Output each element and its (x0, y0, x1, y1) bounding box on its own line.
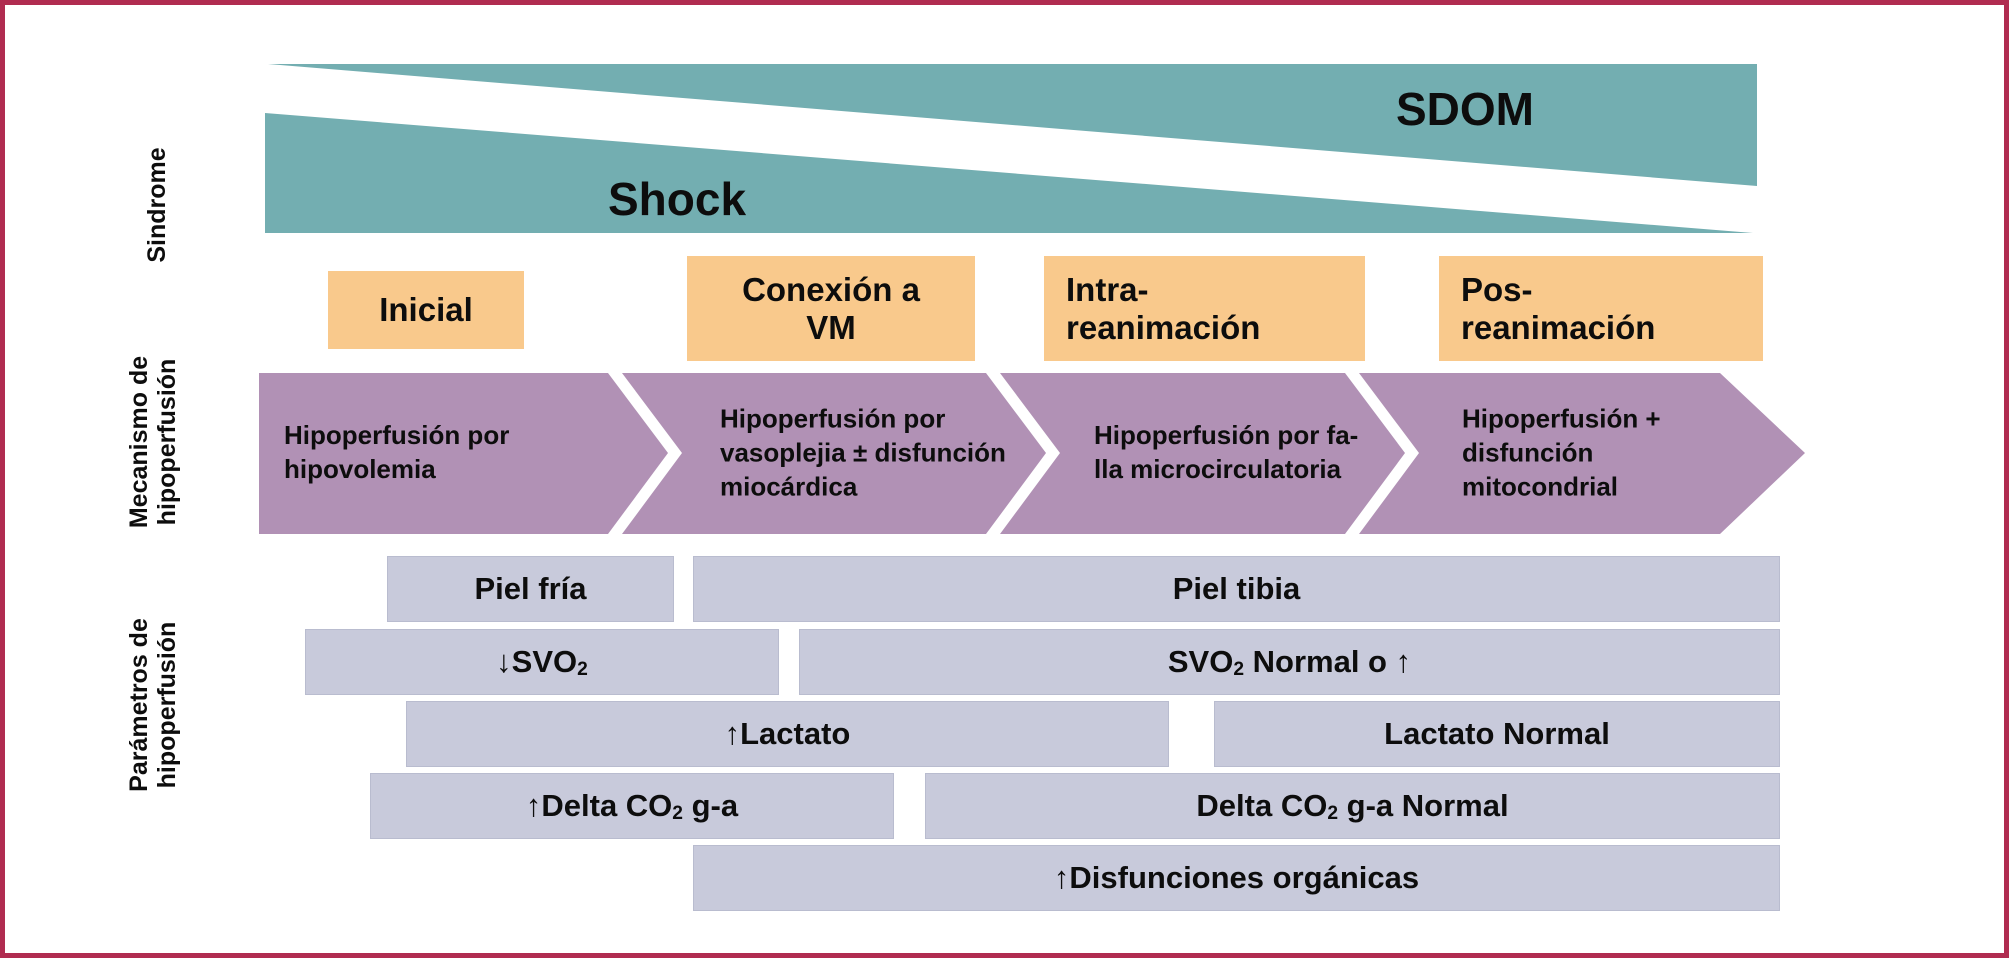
diagram-shapes (259, 64, 1805, 534)
mechanism-line: Hipoperfusión por (284, 420, 510, 451)
bar-label-text: ↓SVO (496, 644, 578, 679)
bar-piel-fria: Piel fría (387, 556, 674, 622)
bar-label-text: g-a (682, 788, 739, 823)
mechanism-line: hipovolemia (284, 454, 436, 484)
bar-label-text: Lactato Normal (1384, 716, 1610, 751)
phase-label: VM (806, 308, 856, 346)
bar-label-text: ↑Delta CO (525, 788, 673, 823)
mechanism-line: lla microcirculatoria (1094, 454, 1342, 484)
mechanism-line: Hipoperfusión por fa- (1094, 420, 1359, 451)
bar-label-text: Delta CO (1196, 788, 1328, 823)
phase-intra-reanimacion: Intra-reanimación (1044, 256, 1365, 361)
bar-label-text: ↑Lactato (724, 716, 851, 751)
phase-label: reanimación (1066, 308, 1261, 346)
bar-label: Delta CO2 g-a Normal (1196, 788, 1508, 824)
phase-label: Pos- (1461, 270, 1533, 308)
mechanism-line: Hipoperfusión + (1462, 403, 1661, 434)
axis-label-sindrome: Sindrome (143, 147, 171, 262)
bar-label-text: Piel fría (474, 571, 587, 606)
mechanism-line: mitocondrial (1462, 470, 1619, 501)
axis-label-text: Sindrome (143, 147, 171, 263)
bar-label: Lactato Normal (1384, 716, 1610, 752)
sdom-wedge (268, 64, 1757, 186)
mechanism-arrow-segment-1 (259, 373, 668, 534)
bar-piel-tibia: Piel tibia (693, 556, 1780, 622)
axis-label-text: hipoperfusión (153, 621, 181, 789)
bar-label: ↑Delta CO2 g-a (526, 788, 738, 824)
shock-label: Shock (607, 173, 747, 225)
axis-label-text: hipoperfusión (153, 358, 181, 526)
bar-label: ↑Disfunciones orgánicas (1054, 860, 1419, 896)
mechanism-arrow-segment-4 (1359, 373, 1805, 534)
bar-disfunciones-organicas: ↑Disfunciones orgánicas (693, 845, 1780, 911)
bar-lactato-normal: Lactato Normal (1214, 701, 1780, 767)
bar-label: SVO2 Normal o ↑ (1168, 644, 1411, 680)
bar-label-text: ↑Disfunciones orgánicas (1053, 860, 1420, 895)
mechanism-text-microcirculatoria: Hipoperfusión por fa-lla microcirculator… (1094, 419, 1358, 487)
subscript: 2 (1327, 803, 1339, 825)
bar-delta-co2-alto: ↑Delta CO2 g-a (370, 773, 894, 839)
bar-label: Piel tibia (1173, 571, 1300, 607)
mechanism-arrow-segment-2 (622, 373, 1046, 534)
phase-label: Intra- (1066, 270, 1149, 308)
bar-delta-co2-normal: Delta CO2 g-a Normal (925, 773, 1780, 839)
mechanism-line: Hipoperfusión por (720, 403, 946, 434)
axis-label-text: Mecanismo de (125, 355, 153, 529)
mechanism-line: miocárdica (720, 470, 858, 501)
bar-lactato-alto: ↑Lactato (406, 701, 1169, 767)
axis-label-text: Parámetros de (125, 618, 153, 792)
bar-svo2-normal: SVO2 Normal o ↑ (799, 629, 1780, 695)
shock-wedge (265, 113, 1753, 233)
bar-label: Piel fría (475, 571, 587, 607)
phase-label: reanimación (1461, 308, 1656, 346)
mechanism-arrow-segment-3 (1000, 373, 1405, 534)
bar-label-text: Piel tibia (1172, 571, 1301, 606)
phase-label: Inicial (379, 291, 473, 329)
bar-label: ↓SVO2 (496, 644, 588, 680)
mechanism-line: disfunción (1462, 437, 1594, 468)
subscript: 2 (672, 803, 683, 825)
bar-label-text: Normal o ↑ (1244, 644, 1412, 679)
bar-label-text: g-a Normal (1338, 788, 1509, 823)
phase-inicial: Inicial (328, 271, 524, 349)
phase-pos-reanimacion: Pos-reanimación (1439, 256, 1763, 361)
bar-label: ↑Lactato (725, 716, 851, 752)
phase-label: Conexión a (742, 270, 920, 308)
bar-label-text: SVO (1167, 644, 1234, 679)
subscript: 2 (1233, 659, 1245, 681)
sdom-label: SDOM (1396, 83, 1534, 135)
subscript: 2 (577, 659, 588, 681)
bar-svo2-baja: ↓SVO2 (305, 629, 779, 695)
mechanism-line: vasoplejia ± disfunción (720, 437, 1006, 468)
